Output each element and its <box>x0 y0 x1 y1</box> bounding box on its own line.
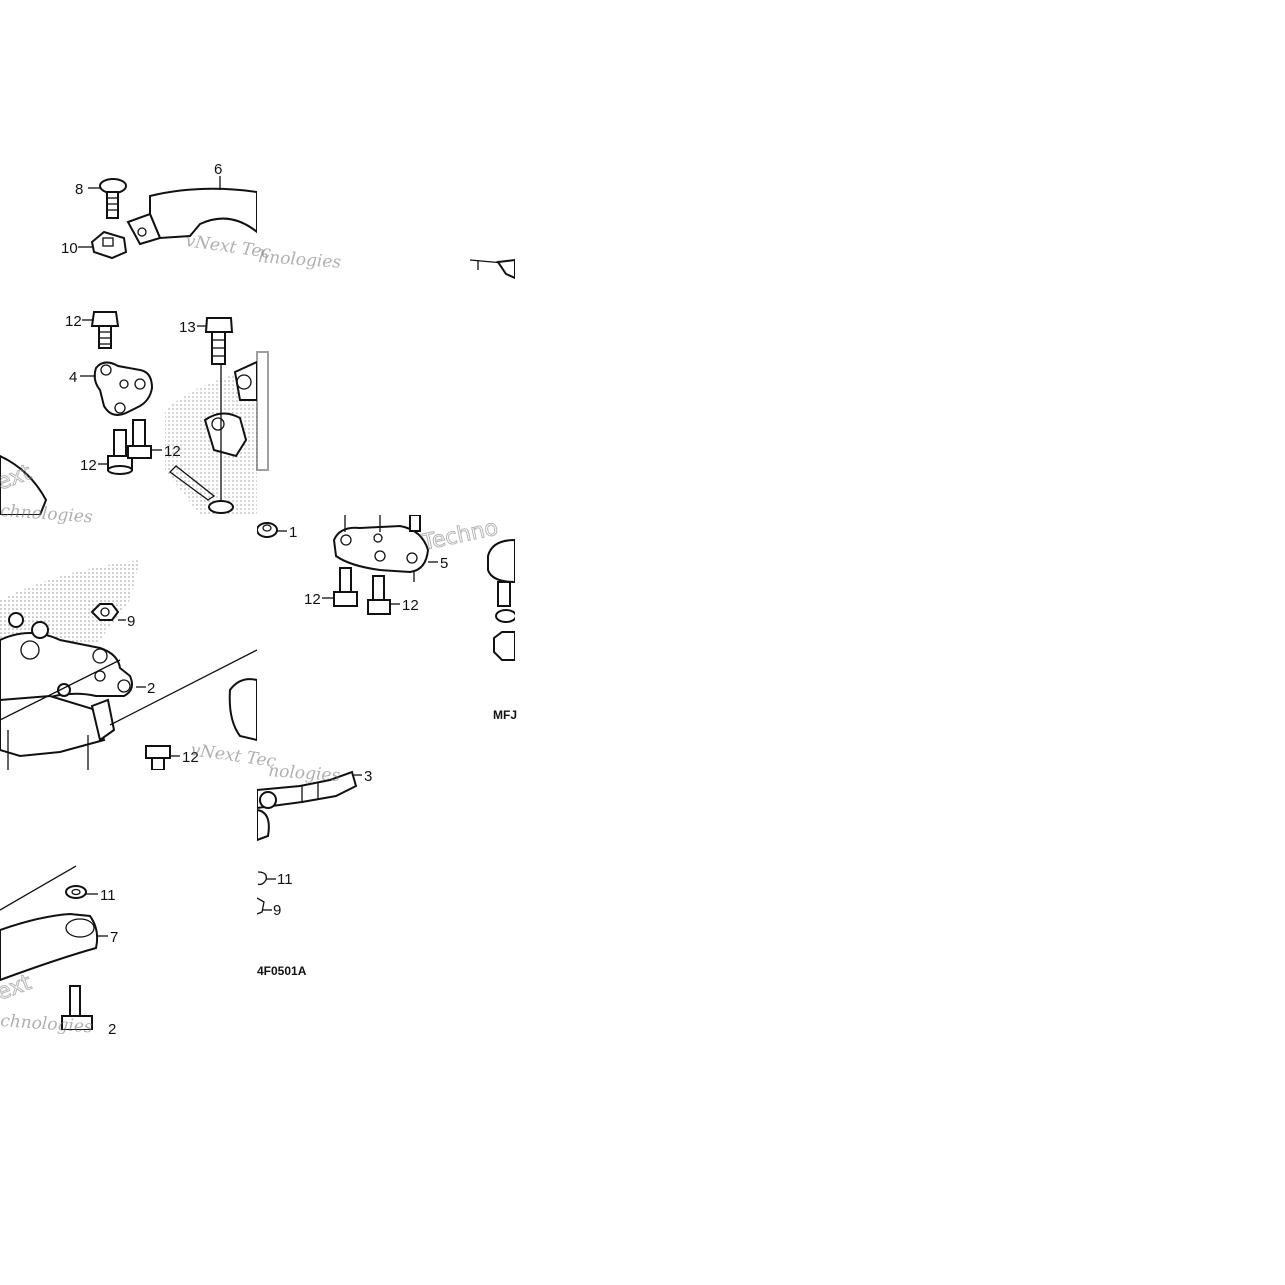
callout-2: 2 <box>108 1021 116 1038</box>
watermark-text: Techno <box>419 515 500 556</box>
diagram-code-4f0501a: 4F0501A <box>257 964 307 978</box>
bracket-part-5 <box>332 524 430 574</box>
callout-12: 12 <box>182 749 199 766</box>
callout-12: 12 <box>164 443 181 460</box>
watermark-text: hnologies <box>258 247 342 273</box>
bolt-part-13 <box>204 317 234 365</box>
callout-1: 1 <box>289 524 297 541</box>
bolt-part-8 <box>99 178 127 219</box>
bolt-part-12-e <box>367 575 391 615</box>
washer-part-11 <box>65 885 87 899</box>
callout-12: 12 <box>65 313 82 330</box>
engine-fragment-a <box>165 360 257 515</box>
bolt-part-12-c <box>127 419 152 459</box>
watermark-text: chnologies <box>0 501 94 527</box>
tile-mid-left <box>0 560 257 770</box>
washer-part-11-b <box>257 871 267 886</box>
callout-9: 9 <box>273 902 281 919</box>
watermark-text: nologies <box>268 761 341 786</box>
bolt-part-12-f <box>145 745 171 770</box>
callout-12: 12 <box>80 457 97 474</box>
link-arm-part-7 <box>0 912 99 982</box>
bushing-fragment <box>487 538 515 661</box>
tile-bottom-right <box>257 770 362 915</box>
callout-7: 7 <box>110 929 118 946</box>
nut-part-9 <box>90 603 120 621</box>
callout-2: 2 <box>147 680 155 697</box>
rubber-mount-fragment <box>0 454 48 515</box>
bolt-part-12-b <box>107 429 133 475</box>
watermark-text: vNext Tec <box>189 740 277 772</box>
callout-13: 13 <box>179 319 196 336</box>
engine-block-fragment <box>0 694 106 758</box>
bracket-part-4 <box>93 361 154 416</box>
tile-top-strip <box>256 351 269 471</box>
callout-11: 11 <box>277 871 293 888</box>
callout-8: 8 <box>75 181 83 198</box>
nut-part-9-b <box>257 897 265 915</box>
tile-top-right <box>469 258 515 280</box>
callout-3: 3 <box>364 768 372 785</box>
callout-6: 6 <box>214 161 222 178</box>
callout-11: 11 <box>100 887 116 904</box>
tile-mid-right <box>257 515 515 661</box>
bolt-part-12-d <box>333 567 358 607</box>
tie-rod-part-3 <box>257 770 358 842</box>
cover-part-6 <box>149 187 257 240</box>
callout-5: 5 <box>440 555 448 572</box>
clip-nut-part-10 <box>90 230 128 260</box>
callout-12: 12 <box>402 597 419 614</box>
bolt-part-12-a <box>90 311 120 349</box>
diagram-code-mfj: MFJ <box>493 708 517 722</box>
tile-bottom-left <box>0 865 108 1030</box>
bolt-part-2-lower <box>61 985 93 1030</box>
washer-part-1 <box>257 522 278 538</box>
callout-4: 4 <box>69 369 77 386</box>
callout-9: 9 <box>127 613 135 630</box>
tile-top-left <box>0 176 257 515</box>
callout-12: 12 <box>304 591 321 608</box>
callout-10: 10 <box>61 240 78 257</box>
